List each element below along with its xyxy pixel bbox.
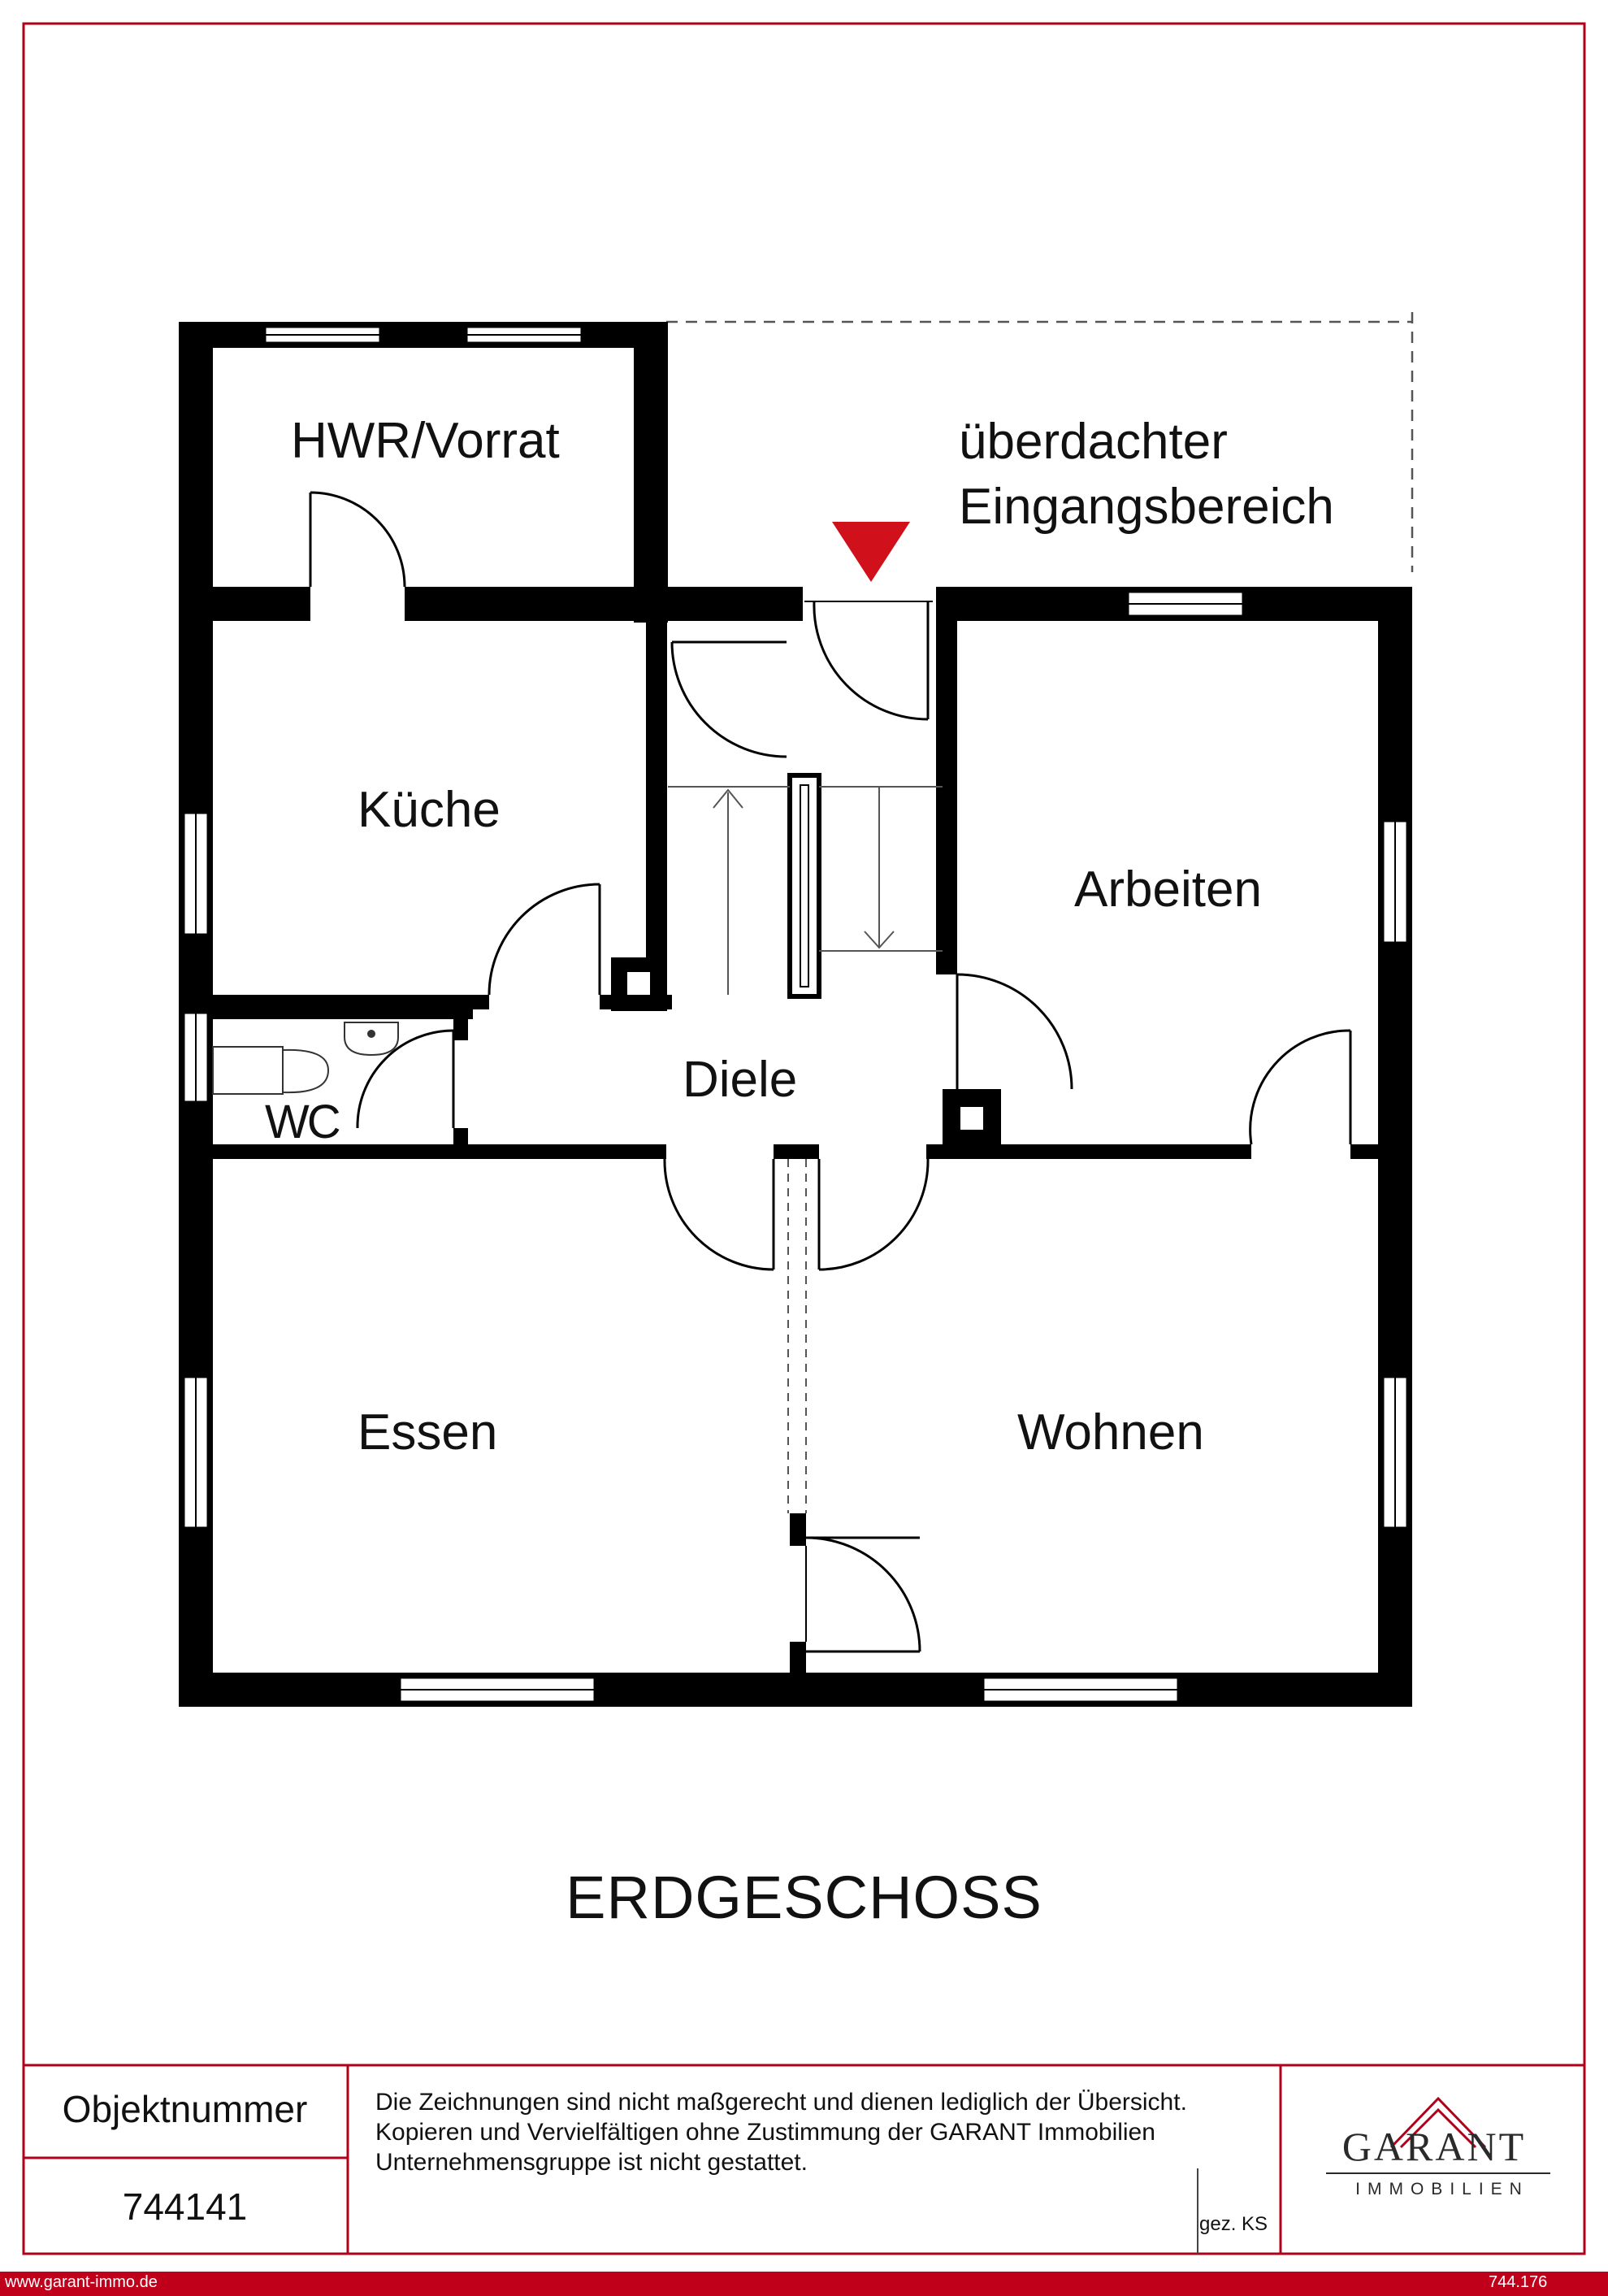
covered-entrance-outline	[666, 312, 1414, 572]
footer-code: 744.176	[1489, 2273, 1548, 2291]
page-title: ERDGESCHOSS	[566, 1864, 1042, 1931]
disclaimer-text: Die Zeichnungen sind nicht maßgerecht un…	[375, 2089, 1187, 2176]
object-number-value: 744141	[122, 2185, 248, 2228]
brand-name: GARANT	[1341, 2124, 1527, 2169]
roof-logo-icon	[1389, 2096, 1487, 2149]
room-label-entrance: überdachter Eingangsbereich	[959, 414, 1334, 535]
room-label-dining: Essen	[358, 1404, 498, 1460]
room-label-hwr: HWR/Vorrat	[291, 413, 560, 469]
entry-marker-icon	[832, 522, 910, 582]
room-label-work: Arbeiten	[1074, 862, 1262, 918]
chimney-cores	[624, 969, 986, 1133]
title-block-lines	[24, 2064, 1584, 2254]
window-glazing-lines	[195, 334, 1396, 1691]
room-label-hall: Diele	[683, 1052, 798, 1108]
footer-bar	[0, 2272, 1608, 2296]
doors	[309, 491, 1352, 1653]
open-divider-dashed	[787, 1159, 807, 1513]
brand-subtitle: IMMOBILIEN	[1355, 2180, 1529, 2198]
room-label-wc: WC	[265, 1096, 341, 1148]
room-label-kitchen: Küche	[358, 782, 501, 838]
wc-fixtures	[212, 1022, 399, 1095]
footer-website-link[interactable]: www.garant-immo.de	[5, 2273, 158, 2291]
page-border	[22, 22, 1586, 2255]
room-label-living: Wohnen	[1017, 1404, 1204, 1460]
object-number-label: Objektnummer	[62, 2088, 308, 2130]
stairs	[668, 786, 943, 995]
signed-by: gez. KS	[1199, 2213, 1268, 2235]
